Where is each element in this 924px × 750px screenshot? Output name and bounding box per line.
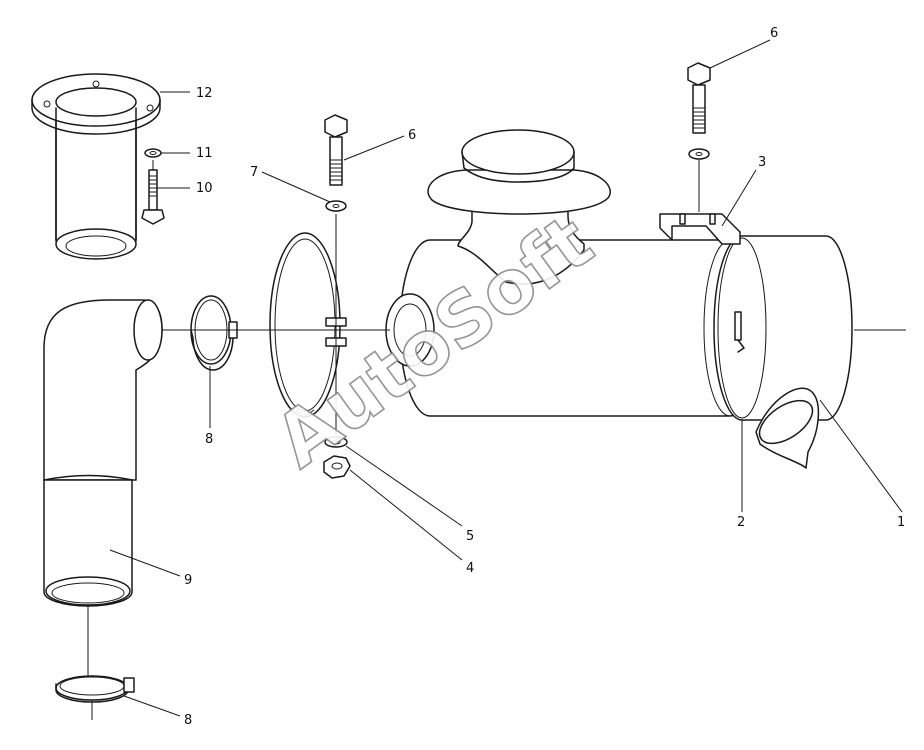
callout-12: 12 bbox=[196, 86, 213, 101]
bolt-right-part-6 bbox=[687, 62, 711, 134]
callout-labels: 6 6 7 3 12 11 10 8 9 8 5 4 2 1 bbox=[184, 26, 905, 728]
callout-10: 10 bbox=[196, 181, 213, 196]
air-cleaner-body-part-1 bbox=[385, 129, 853, 469]
callout-6-left: 6 bbox=[408, 128, 416, 143]
washer-part-5 bbox=[324, 436, 348, 448]
callout-8-lower: 8 bbox=[184, 713, 192, 728]
callout-9: 9 bbox=[184, 573, 192, 588]
callout-7: 7 bbox=[250, 165, 258, 180]
callout-leader-lines bbox=[109, 39, 903, 717]
flange-tube-part-12 bbox=[31, 73, 161, 260]
hose-clamp-lower-part-8 bbox=[55, 675, 135, 703]
elbow-pipe-part-9 bbox=[43, 299, 163, 607]
bolt-left-part-6 bbox=[324, 114, 348, 186]
bracket-part-3 bbox=[659, 213, 741, 245]
callout-6-top: 6 bbox=[770, 26, 778, 41]
assembly-center-lines bbox=[87, 160, 906, 720]
callout-4: 4 bbox=[466, 561, 474, 576]
callout-2: 2 bbox=[737, 515, 745, 530]
callout-8-upper: 8 bbox=[205, 432, 213, 447]
bolt-part-10 bbox=[141, 169, 165, 225]
washer-right bbox=[688, 148, 710, 160]
callout-5: 5 bbox=[466, 529, 474, 544]
callout-3: 3 bbox=[758, 155, 766, 170]
callout-11: 11 bbox=[196, 146, 213, 161]
nut-part-4 bbox=[323, 455, 351, 479]
hose-clamp-upper-part-8 bbox=[190, 295, 238, 371]
washer-part-11 bbox=[144, 148, 162, 158]
washer-part-7 bbox=[325, 200, 347, 212]
callout-1: 1 bbox=[897, 515, 905, 530]
